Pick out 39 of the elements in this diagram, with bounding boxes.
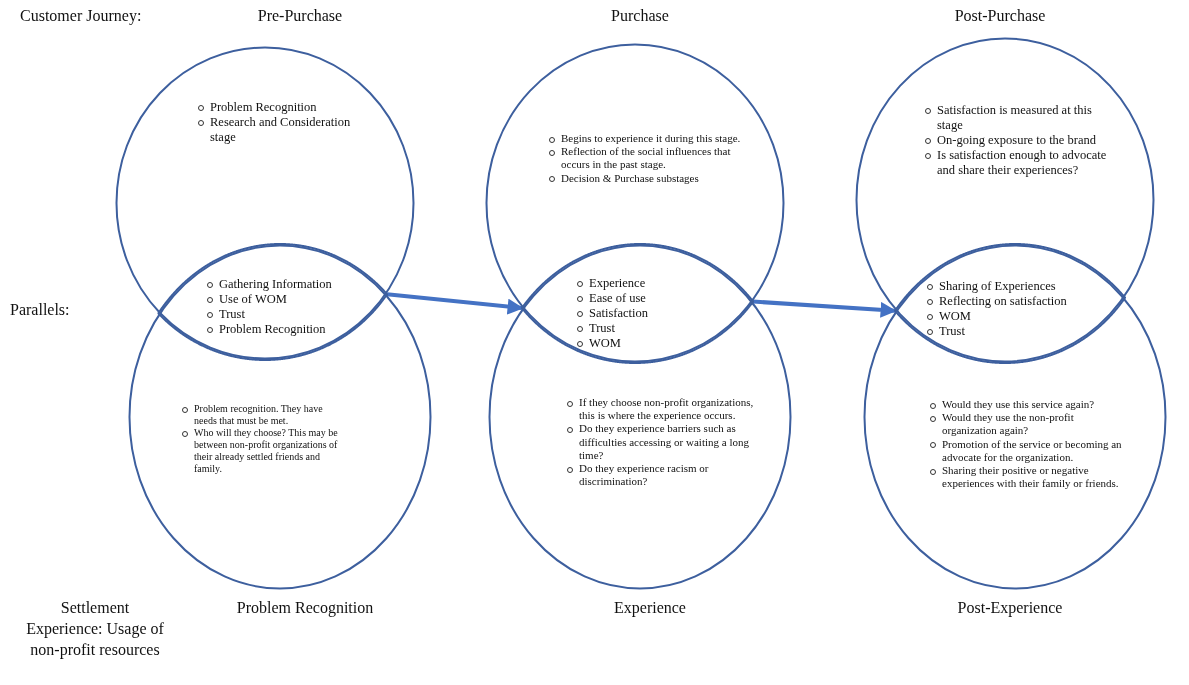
bullet-text: Reflecting on satisfaction (925, 294, 1105, 309)
bullet-text: WOM (925, 309, 1105, 324)
bullet-text: Sharing of Experiences (925, 279, 1105, 294)
bullet-text: Is satisfaction enough to advocate and share their experiences? (923, 148, 1118, 178)
bullet-text: WOM (575, 336, 725, 351)
bullet-text: Reflection of the social influences that occurs in the past stage. (547, 145, 747, 172)
stage-heading: Pre-Purchase (256, 6, 344, 26)
stage-heading: Problem Recognition (235, 598, 375, 619)
bullet-text: Problem recognition. They have needs that must be met. (180, 403, 345, 427)
bullet-text: Begins to experience it during this stage. (547, 132, 747, 146)
bullet-text: Gathering Information (205, 277, 375, 292)
bullet-text: Would they use this service again? (928, 398, 1128, 412)
bullet-text: Would they use the non-profit organization again? (928, 411, 1128, 438)
bullet-text: Research and Consideration stage (196, 115, 371, 145)
bullet-text: Trust (205, 307, 375, 322)
bullet-text: Satisfaction (575, 306, 725, 321)
bullet-text: Who will they choose? This may be between non-profit organizations of their already settled friends and family. (180, 427, 345, 475)
bullet-text: Experience (575, 276, 725, 291)
bullet-text: Trust (575, 321, 725, 336)
stage-heading: Post-Purchase (953, 6, 1047, 26)
bullet-text: Use of WOM (205, 292, 375, 307)
row-heading: Customer Journey: (20, 6, 143, 27)
bullet-text: Decision & Purchase substages (547, 171, 747, 185)
bullet-text: Do they experience racism or discrimination? (565, 461, 755, 489)
bullet-text: Ease of use (575, 291, 725, 306)
bullet-text: Satisfaction is measured at this stage (923, 103, 1118, 133)
bullet-text: Trust (925, 324, 1105, 339)
row-heading: Parallels: (10, 300, 71, 320)
stage-heading: Purchase (610, 6, 670, 26)
stage-heading: Post-Experience (956, 598, 1064, 619)
bullet-text: Problem Recognition (205, 322, 375, 337)
stage-heading: Experience (613, 598, 687, 619)
bullet-text: On-going exposure to the brand (923, 133, 1118, 148)
bullet-text: Sharing their positive or negative experiences with their family or friends. (928, 463, 1128, 491)
bullet-text: Problem Recognition (196, 100, 371, 115)
bullet-text: If they choose non-profit organizations, this is where the experience occurs. (565, 396, 755, 423)
bullet-text: Do they experience barriers such as difficulties accessing or waiting a long time? (565, 422, 755, 462)
row-heading: Settlement Experience: Usage of non-profit resources (25, 598, 165, 661)
bullet-text: Promotion of the service or becoming an advocate for the organization. (928, 437, 1128, 464)
